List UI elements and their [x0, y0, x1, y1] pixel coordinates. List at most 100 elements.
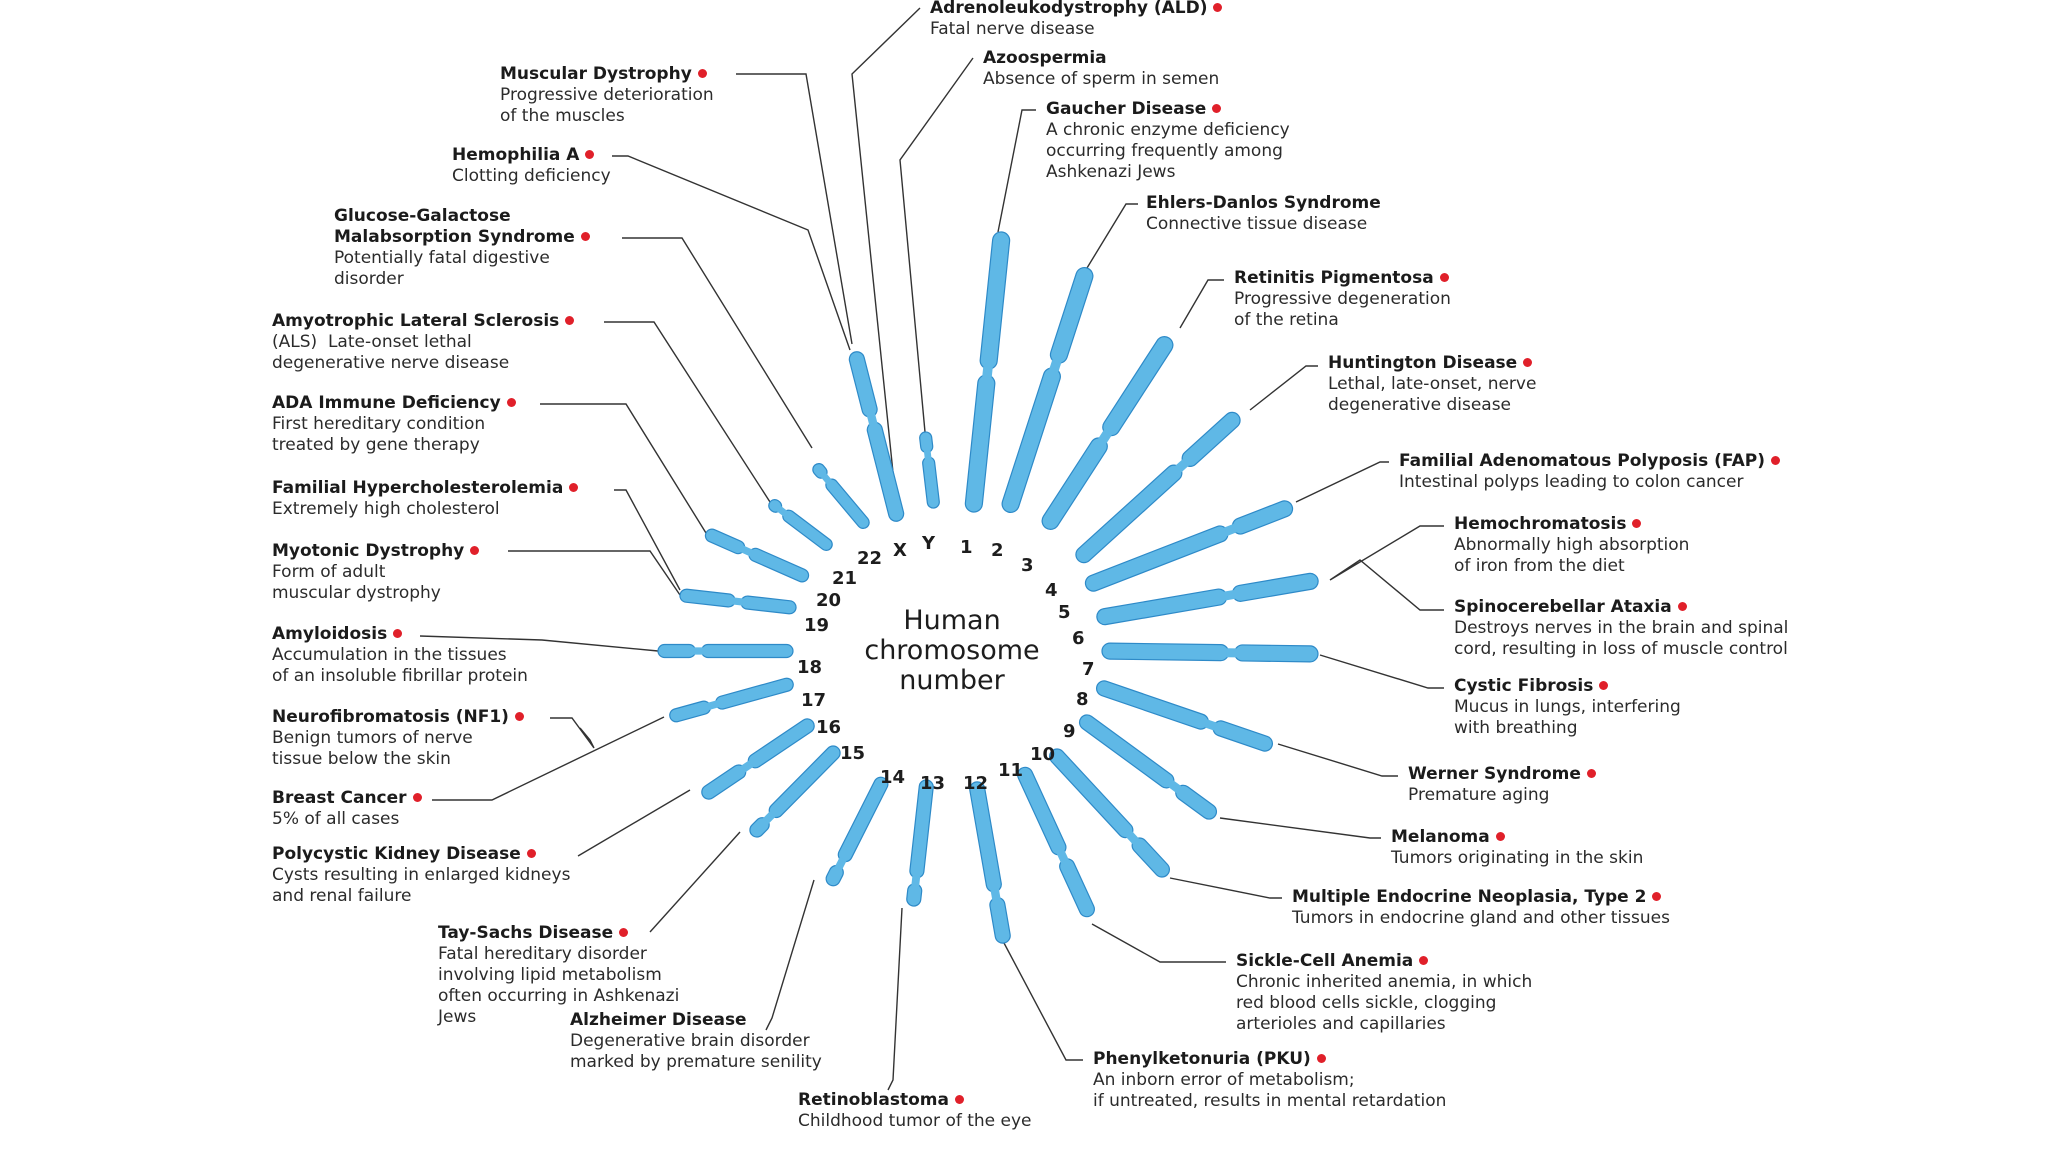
disease-description: Degenerative brain disorder marked by pr…	[570, 1031, 822, 1072]
center-title-line: Human	[903, 605, 1001, 636]
disease-description: First hereditary condition treated by ge…	[272, 414, 486, 455]
disease-description: Abnormally high absorption of iron from …	[1454, 535, 1690, 576]
disease-title: Hemophilia A	[452, 145, 580, 165]
leader-line-alzheimer	[765, 879, 815, 1031]
chromosome-number-18: 18	[797, 657, 823, 678]
leader-line-retinitis	[1179, 279, 1224, 329]
chromosome-number-5: 5	[1058, 602, 1071, 623]
disease-title: Retinitis Pigmentosa	[1234, 268, 1434, 288]
red-dot-marker	[569, 482, 579, 492]
disease-description: Fatal hereditary disorder involving lipi…	[438, 944, 680, 1027]
red-dot-marker	[1523, 357, 1533, 367]
disease-title: Multiple Endocrine Neoplasia, Type 2	[1292, 887, 1647, 907]
red-dot-marker	[1770, 455, 1780, 465]
disease-description: Destroys nerves in the brain and spinal …	[1454, 618, 1789, 659]
red-dot-marker	[1632, 518, 1642, 528]
red-dot-marker	[1212, 103, 1222, 113]
disease-title: Familial Adenomatous Polyposis (FAP)	[1399, 451, 1765, 471]
chromosome-number-15: 15	[840, 743, 866, 764]
disease-title: Gaucher Disease	[1046, 99, 1207, 119]
leader-line-cystic	[1319, 654, 1444, 689]
red-dot-marker	[1439, 272, 1449, 282]
leader-line-glucose	[622, 237, 813, 449]
leader-line-azoospermia	[899, 57, 974, 433]
chromosome-6	[1096, 572, 1319, 626]
leader-line-nf1	[550, 717, 595, 749]
center-title: Human chromosome number	[832, 606, 1072, 696]
chromosome-number-17: 17	[801, 690, 827, 711]
annotation-pku: Phenylketonuria (PKU)An inborn error of …	[1093, 1049, 1446, 1112]
red-dot-marker	[1586, 768, 1596, 778]
chromosome-number-3: 3	[1021, 555, 1034, 576]
red-dot-marker	[1599, 680, 1609, 690]
chromosome-number-14: 14	[880, 767, 906, 788]
red-dot-marker	[470, 545, 480, 555]
disease-title: Polycystic Kidney Disease	[272, 844, 521, 864]
chromosome-18	[657, 643, 794, 659]
chromosome-15	[749, 745, 841, 838]
disease-description: (ALS) Late-onset lethal degenerative ner…	[272, 332, 510, 373]
chromosome-Y	[919, 431, 940, 509]
disease-description: Clotting deficiency	[452, 166, 611, 186]
chromosome-2	[1001, 266, 1094, 514]
disease-title: Werner Syndrome	[1408, 764, 1581, 784]
leader-lines	[419, 7, 1444, 1091]
leader-line-gaucher	[997, 109, 1036, 233]
disease-title: Huntington Disease	[1328, 353, 1518, 373]
chromosome-22	[812, 462, 870, 530]
chromosome-number-12: 12	[963, 773, 989, 794]
disease-description: Tumors originating in the skin	[1391, 848, 1644, 868]
chromosome-19	[679, 588, 797, 615]
chromosome-7	[1101, 642, 1319, 663]
leader-line-sickle	[1091, 923, 1226, 963]
disease-description: Chronic inherited anemia, in which red b…	[1236, 972, 1533, 1034]
disease-description: Childhood tumor of the eye	[798, 1111, 1032, 1131]
chromosome-number-16: 16	[816, 717, 842, 738]
leader-line-als	[604, 321, 771, 503]
red-dot-marker	[1677, 601, 1687, 611]
disease-title: Retinoblastoma	[798, 1090, 949, 1110]
chromosome-5	[1084, 500, 1294, 592]
disease-description: Fatal nerve disease	[930, 19, 1095, 39]
chromosome-number-X: X	[893, 540, 907, 561]
center-title-line: number	[899, 665, 1005, 696]
chromosome-4	[1075, 411, 1241, 564]
red-dot-marker	[526, 848, 536, 858]
chromosome-number-6: 6	[1072, 628, 1085, 649]
red-dot-marker	[514, 711, 524, 721]
annotation-glucose: Glucose-Galactose Malabsorption Syndrome…	[334, 206, 590, 290]
disease-description: Intestinal polyps leading to colon cance…	[1399, 472, 1744, 492]
leader-line-pku	[1003, 942, 1083, 1061]
leader-line-ada	[540, 403, 707, 534]
disease-description: Lethal, late-onset, nerve degenerative d…	[1328, 374, 1537, 415]
leader-line-werner	[1277, 743, 1398, 777]
disease-title: Alzheimer Disease	[570, 1010, 747, 1030]
leader-line-muscular	[736, 73, 853, 345]
red-dot-marker	[585, 149, 595, 159]
disease-description: Absence of sperm in semen	[983, 69, 1220, 89]
disease-description: Tumors in endocrine gland and other tiss…	[1292, 908, 1670, 928]
chromosome-number-11: 11	[998, 760, 1024, 781]
leader-line-ald	[851, 7, 921, 522]
red-dot-marker	[1213, 2, 1223, 12]
disease-title: Muscular Dystrophy	[500, 64, 692, 84]
annotation-nf1: Neurofibromatosis (NF1)Benign tumors of …	[272, 707, 524, 770]
leader-line-amyloidosis	[419, 635, 659, 652]
chromosome-ring	[657, 231, 1319, 944]
disease-title: Melanoma	[1391, 827, 1490, 847]
red-dot-marker	[412, 792, 422, 802]
red-dot-marker	[697, 68, 707, 78]
leader-line-myotonic	[508, 550, 681, 596]
chromosome-9	[1078, 714, 1218, 820]
chromosome-number-2: 2	[991, 540, 1004, 561]
